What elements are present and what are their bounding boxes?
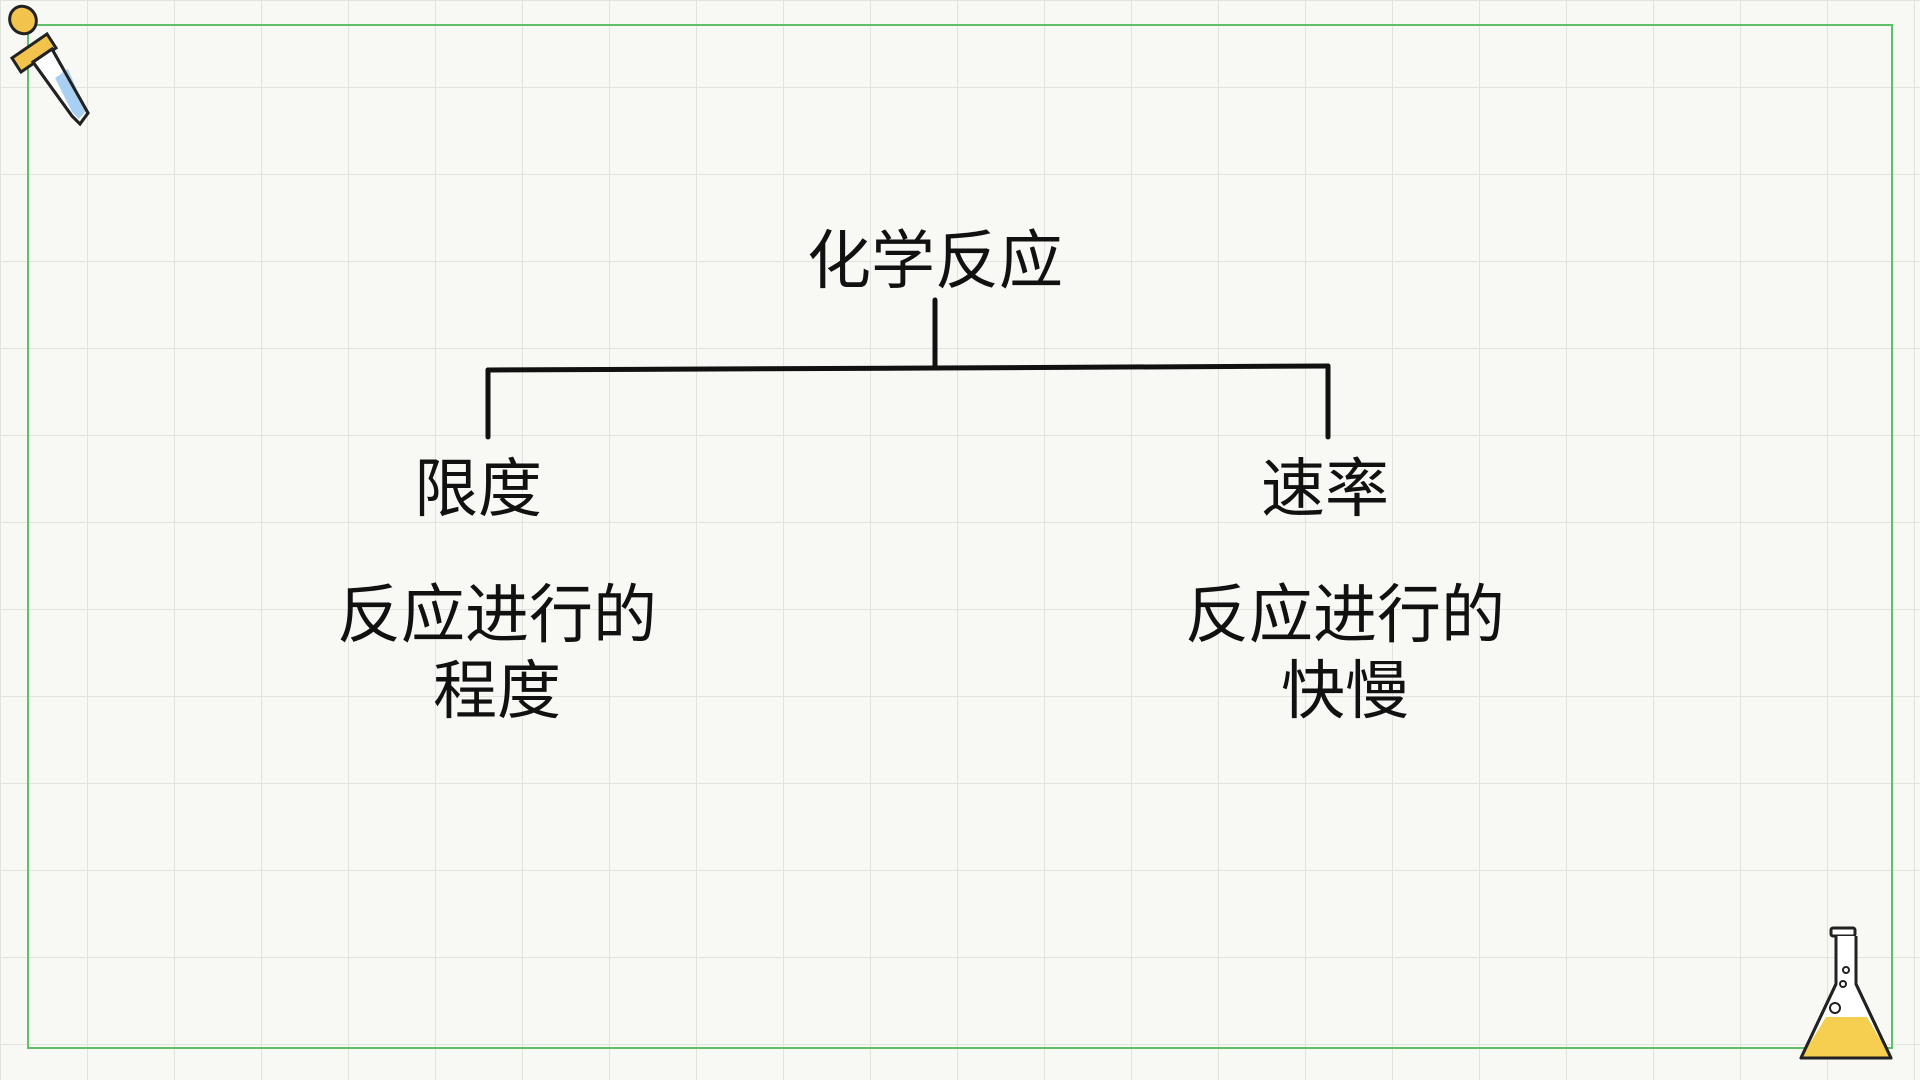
limit-description: 反应进行的 程度: [287, 578, 707, 730]
dropper-icon: [8, 4, 90, 127]
rate-description-line-2: 快慢: [1281, 655, 1409, 729]
flask-icon: [1799, 926, 1893, 1060]
root-node: 化学反应: [807, 225, 1063, 299]
rate-description: 反应进行的 快慢: [1135, 578, 1555, 730]
rate-node: 速率: [1261, 453, 1389, 527]
slide-frame: [27, 24, 1893, 1049]
horizontal-branch: [485, 363, 1331, 373]
limit-description-line-2: 程度: [433, 655, 561, 729]
limit-node: 限度: [414, 453, 542, 527]
limit-description-line-1: 反应进行的: [337, 579, 657, 653]
rate-description-line-1: 反应进行的: [1185, 579, 1505, 653]
